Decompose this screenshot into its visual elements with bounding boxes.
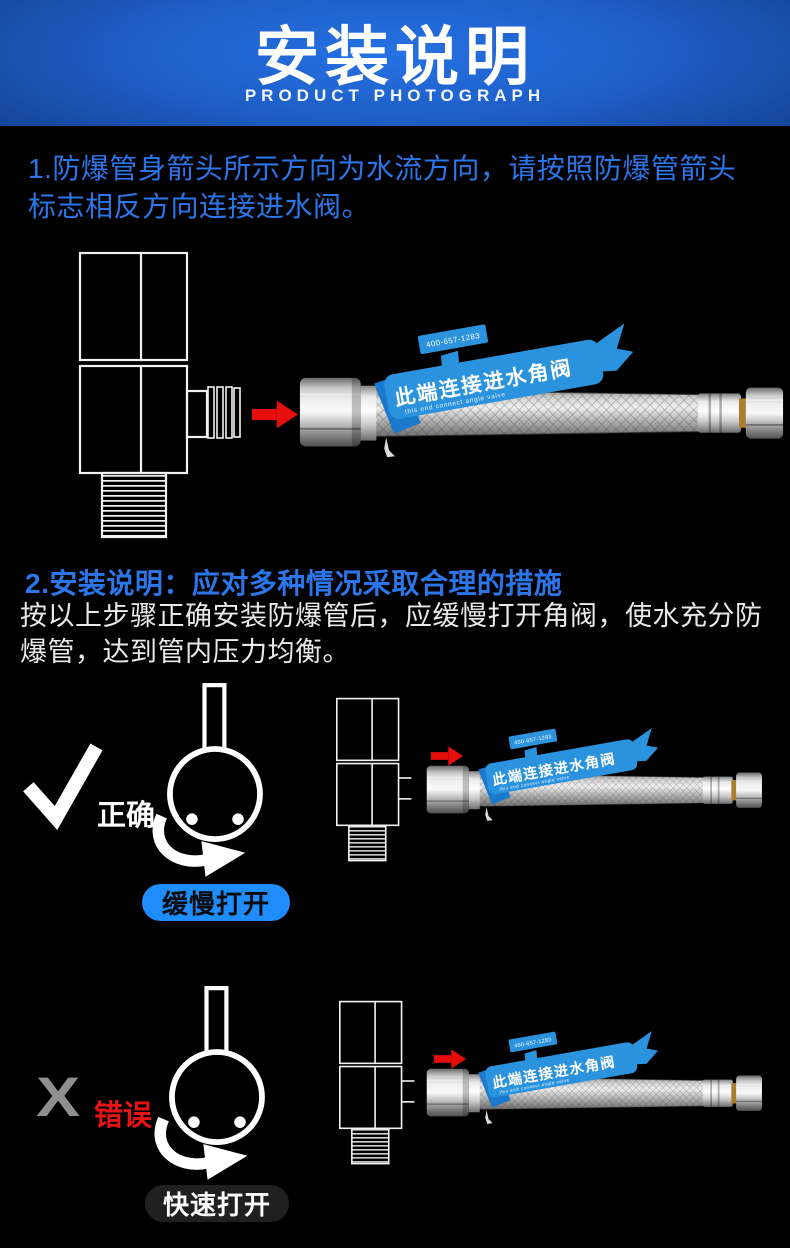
step1-line2: 标志相反方向连接进水阀。 [28, 191, 371, 222]
hose-photo-1 [299, 322, 784, 458]
flow-direction-arrow-3 [434, 1049, 466, 1069]
page-title: 安装说明 [255, 21, 535, 93]
checkmark-icon [23, 743, 103, 830]
x-mark: X [36, 1065, 81, 1128]
step2-body-line1: 按以上步骤正确安装防爆管后，应缓慢打开角阀，使水充分防 [20, 601, 763, 631]
step1-instructions: 1.防爆管身箭头所示方向为水流方向，请按照防爆管箭头 标志相反方向连接进水阀。 [28, 150, 768, 226]
step1-line1: 1.防爆管身箭头所示方向为水流方向，请按照防爆管箭头 [28, 153, 737, 184]
flow-direction-arrow-1 [252, 400, 298, 429]
wrong-label: 错误 [94, 1100, 153, 1132]
valve-drawing-correct [336, 697, 413, 862]
header-banner: 安装说明 PRODUCT PHOTOGRAPH [0, 0, 790, 126]
fast-open-pill: 快速打开 [145, 1185, 289, 1222]
correct-label: 正确 [97, 800, 156, 832]
hose-photo-3 [426, 1030, 763, 1125]
page-subtitle: PRODUCT PHOTOGRAPH [244, 86, 546, 105]
slow-open-pill: 缓慢打开 [142, 884, 290, 921]
valve-drawing-wrong [339, 1000, 416, 1165]
step2-body-line2: 爆管，达到管内压力均衡。 [20, 637, 350, 667]
hose-photo-2 [426, 727, 763, 822]
flow-direction-arrow-2 [431, 746, 463, 766]
step2-heading: 2.安装说明：应对多种情况采取合理的措施 [25, 568, 563, 599]
large-angle-valve-drawing [78, 251, 241, 539]
step2-body: 按以上步骤正确安装防爆管后，应缓慢打开角阀，使水充分防 爆管，达到管内压力均衡。 [20, 598, 775, 670]
handle-correct [158, 685, 260, 877]
handle-wrong [160, 988, 262, 1180]
